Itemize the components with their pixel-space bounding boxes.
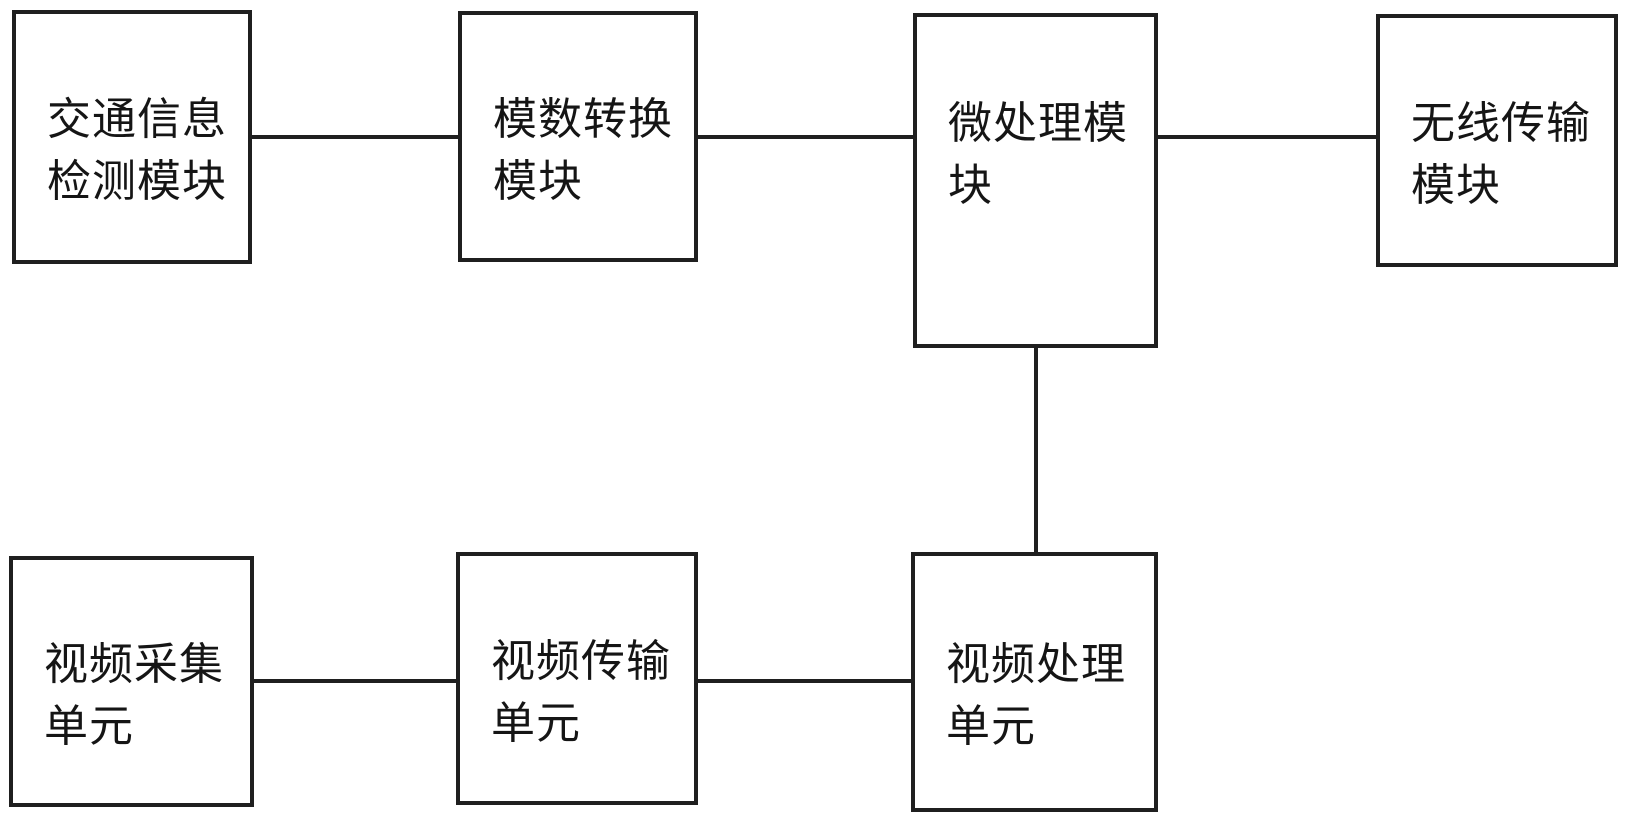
connector-microprocessor-to-videoprocessing xyxy=(1034,346,1038,554)
connector-microprocessor-to-wireless xyxy=(1156,135,1378,139)
node-label-ad-conversion-module: 模数转换 模块 xyxy=(493,93,673,207)
node-label-video-capture-unit: 视频采集 单元 xyxy=(44,638,224,752)
node-traffic-info-detection-module: 交通信息 检测模块 xyxy=(12,10,252,264)
connector-traffic-to-adconversion xyxy=(250,135,460,139)
node-microprocessor-module: 微处理模 块 xyxy=(913,13,1158,348)
connector-videotransmission-to-videoprocessing xyxy=(696,679,913,683)
node-label-microprocessor-module: 微处理模 块 xyxy=(948,97,1128,211)
node-ad-conversion-module: 模数转换 模块 xyxy=(458,11,698,262)
node-label-video-transmission-unit: 视频传输 单元 xyxy=(491,635,671,749)
node-video-processing-unit: 视频处理 单元 xyxy=(911,552,1158,812)
node-label-traffic-info-detection-module: 交通信息 检测模块 xyxy=(47,94,227,207)
node-label-wireless-transmission-module: 无线传输 模块 xyxy=(1411,97,1591,211)
node-video-transmission-unit: 视频传输 单元 xyxy=(456,552,698,805)
node-video-capture-unit: 视频采集 单元 xyxy=(9,556,254,807)
node-label-video-processing-unit: 视频处理 单元 xyxy=(946,639,1126,752)
connector-videocapture-to-videotransmission xyxy=(252,679,458,683)
connector-adconversion-to-microprocessor xyxy=(696,135,915,139)
node-wireless-transmission-module: 无线传输 模块 xyxy=(1376,14,1618,267)
